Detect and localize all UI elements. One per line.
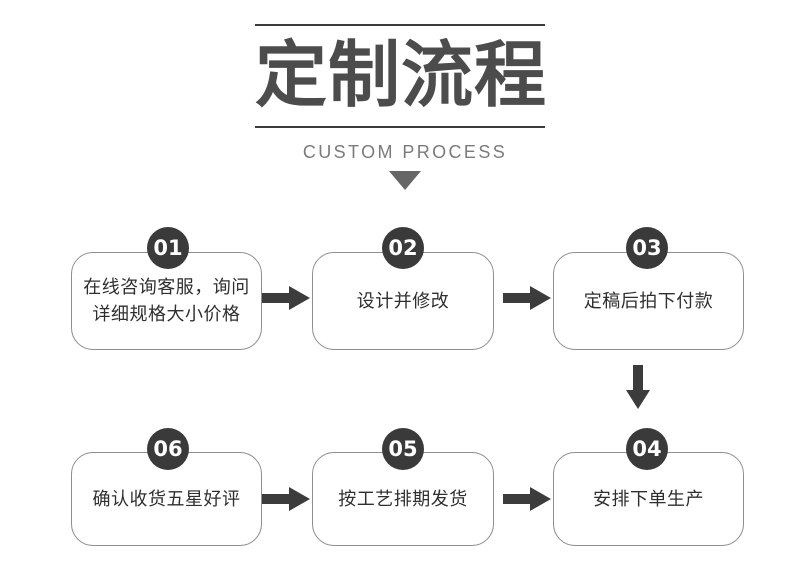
step-label-04: 安排下单生产 (593, 488, 704, 509)
step-badge-03: 03 (626, 227, 668, 269)
step-label-05: 按工艺排期发货 (338, 488, 468, 509)
step-label-01: 在线咨询客服，询问 详细规格大小价格 (83, 277, 250, 324)
arrow-step2-to-step3-icon (503, 286, 551, 310)
step-badge-06: 06 (147, 428, 189, 470)
step-label-02: 设计并修改 (356, 290, 450, 311)
header-rule-top (255, 24, 545, 26)
header-block: 定制流程 (255, 24, 548, 128)
arrow-step3-to-step4-icon (626, 365, 650, 409)
arrow-step5-to-step4-icon (503, 487, 551, 511)
step-badge-02: 02 (382, 227, 424, 269)
step-badge-05: 05 (382, 428, 424, 470)
header-rule-bottom (255, 126, 545, 128)
step-badge-04: 04 (626, 428, 668, 470)
step-label-06: 确认收货五星好评 (92, 488, 241, 509)
page-title: 定制流程 (255, 36, 548, 116)
step-badge-01: 01 (147, 227, 189, 269)
arrow-step6-to-step5-icon (262, 487, 310, 511)
page-subtitle: CUSTOM PROCESS (302, 142, 508, 162)
triangle-down-icon (389, 171, 421, 190)
step-label-03: 定稿后拍下付款 (583, 290, 714, 311)
arrow-step1-to-step2-icon (262, 286, 310, 310)
